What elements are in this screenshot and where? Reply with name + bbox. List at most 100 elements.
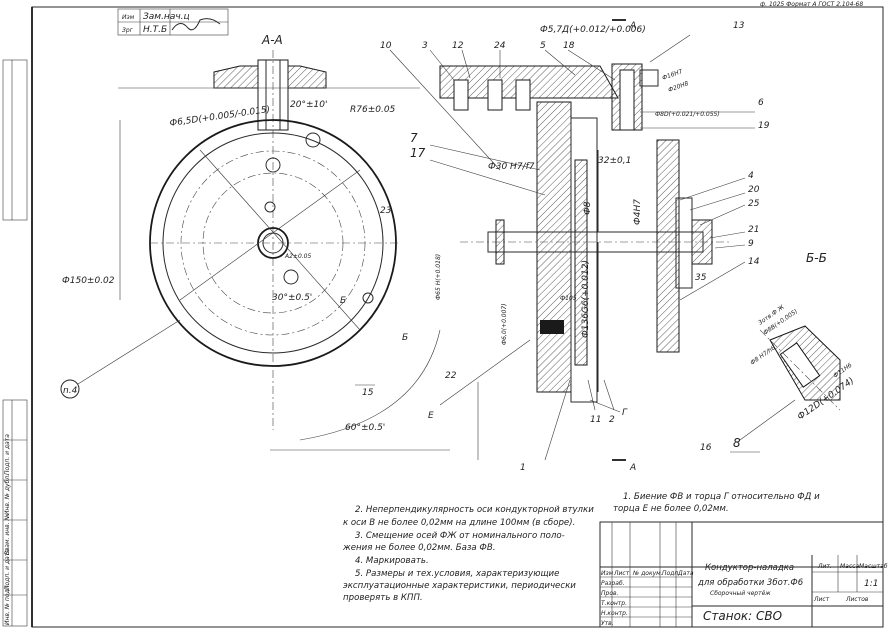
side-stamp-c: Взам. инв. № — [4, 514, 11, 555]
main-dim-4: Ф30 H7/f7 — [488, 162, 535, 172]
signature — [171, 18, 221, 31]
view-aa: А-А 20°±10' R76±0.05 Ф6,5D(+0.005/-0.015… — [60, 33, 457, 451]
left-binding-strip: Инв. № подл. Подп. и дата Взам. инв. № И… — [2, 59, 28, 627]
note-2a: 2. Неперпендикулярность оси кондукторной… — [355, 505, 594, 515]
main-callout-19: 1 — [520, 463, 526, 473]
side-stamp-b: Подп. и дата — [4, 549, 11, 590]
right-disc — [656, 139, 680, 353]
note-5c: проверять в КПП. — [343, 593, 423, 603]
main-dim-10: Ф6,0(+0.007) — [501, 303, 508, 345]
main-dim-6: Ф8 — [583, 201, 593, 215]
tb-title3: Сборочный чертёж — [710, 590, 771, 597]
plate-main — [536, 101, 572, 393]
tl-r1b: Зам.нач.ц — [143, 12, 190, 22]
main-callout-10: 17 — [410, 146, 426, 160]
aa-dim-4: A2±0.05 — [284, 253, 311, 260]
note-4: 4. Маркировать. — [355, 556, 429, 566]
main-dim-8: Ф65 Н(+0.018) — [435, 254, 442, 300]
note-1a: 1. Биение ФВ и торца Г относительно ФД и — [623, 492, 820, 502]
note-5b: эксплуатационные характеристики, периоди… — [343, 581, 576, 591]
aa-dim-3: Ф150±0.02 — [62, 276, 115, 286]
tb-title1: Кондуктор-наладка — [705, 563, 794, 573]
main-dim-2: Ф20H8 — [667, 80, 689, 94]
side-stamp-e: Подп. и дата — [4, 434, 11, 475]
aa-dim-5: 30°±0.5' — [272, 293, 312, 303]
title-block: Изм Лист № докум. Подп. Дата Разраб. Про… — [599, 521, 888, 628]
main-callout-17: 11 — [590, 415, 601, 425]
aa-callout-0: n.4 — [63, 386, 78, 396]
tb-row-5: Разраб. — [601, 580, 625, 587]
tb-row-8: Н.контр. — [601, 610, 628, 617]
note-3b: жения не более 0,02мм. База ФВ. — [342, 543, 495, 553]
main-callout-18: 2 — [609, 415, 615, 425]
main-callout-21: Г — [622, 408, 628, 418]
main-callout-13: 25 — [748, 199, 760, 209]
tb-row-6: Пров. — [601, 590, 619, 597]
main-callout-16: 14 — [748, 257, 760, 267]
main-callout-0: 10 — [380, 41, 392, 51]
section-bb: Б-Б Ф8B(+0.005) 3отв.Ф Ж Ф8 H7/h6 Ф11H6 … — [700, 251, 856, 453]
main-dim-12: 35 — [695, 273, 707, 283]
main-dim-11: Ф105 — [560, 295, 577, 302]
tb-mass: Масса — [840, 563, 859, 570]
main-callout-2: 12 — [452, 41, 464, 51]
side-stamp-d: Инв. № дубл. — [4, 474, 11, 515]
tl-r2: Зрг — [122, 27, 134, 34]
aa-dim-1: R76±0.05 — [350, 105, 396, 115]
main-dim-7: Ф4H7 — [633, 199, 643, 225]
view-aa-label: А-А — [261, 33, 283, 47]
main-callout-12: 20 — [748, 185, 760, 195]
tb-sheet: Лист — [813, 596, 830, 603]
tb-row-4: Дата — [677, 570, 694, 577]
tl-r2b: Н.Т.Б — [143, 25, 167, 35]
main-dim-3: Ф8D(+0.021/+0.055) — [655, 111, 720, 118]
bb-label: Б-Б — [806, 251, 827, 265]
main-dim-1: Ф16H7 — [661, 68, 683, 82]
main-callout-23: А — [629, 463, 636, 473]
tb-row-3: Подп. — [662, 570, 680, 577]
tb-row-9: Утв. — [601, 620, 614, 627]
tl-r1: Изм — [122, 14, 135, 21]
tb-lit: Лит. — [817, 563, 832, 570]
tb-sheets: Листов — [845, 596, 869, 603]
top-left-box: Изм Зам.нач.ц Зрг Н.Т.Б — [117, 8, 229, 36]
aa-dim-0: 20°±10' — [290, 100, 327, 110]
tb-machine: Станок: СВО — [703, 609, 782, 623]
main-callout-5: 18 — [563, 41, 575, 51]
aa-callout-3: Б — [340, 296, 346, 306]
main-callout-8: 19 — [758, 121, 770, 131]
main-callout-22: А — [629, 21, 636, 31]
aa-callout-1: 15 — [362, 388, 374, 398]
bb-callout-0: 16 — [700, 443, 712, 453]
main-callout-20: Е — [428, 411, 434, 421]
main-dim-5: 32±0,1 — [598, 156, 631, 166]
main-callout-7: 6 — [758, 98, 764, 108]
tb-scale-lbl: Масштаб — [859, 563, 888, 570]
main-callout-6: 13 — [733, 21, 745, 31]
format-stamp: ф. 1025 Формат А ГОСТ 2.104-68 — [760, 1, 863, 8]
main-callout-1: 3 — [422, 41, 428, 51]
tb-title2: для обработки 3бот.Ф6 — [697, 578, 804, 588]
note-5a: 5. Размеры и тех.условия, характеризующи… — [355, 569, 559, 579]
tb-scale: 1:1 — [864, 579, 878, 589]
note-1b: торца Е не более 0,02мм. — [613, 504, 729, 514]
aa-callout-5: 22 — [445, 371, 457, 381]
main-dim-9: Ф136G6(+0.012) — [581, 260, 591, 338]
tb-row-2: № докум. — [632, 570, 663, 577]
aa-dim-2: Ф6,5D(+0.005/-0.015) — [169, 105, 271, 129]
bb-dim-2: Ф8 H7/h6 — [749, 344, 777, 366]
note-2b: к оси В не более 0,02мм на длине 100мм (… — [343, 518, 575, 528]
aa-dim-6: 60°±0.5' — [345, 423, 385, 433]
bb-callout-1: 8 — [733, 436, 741, 450]
main-callout-15: 9 — [748, 239, 754, 249]
aa-callout-4: Б — [402, 333, 408, 343]
main-callout-4: 5 — [540, 41, 546, 51]
tb-row-1: Лист — [613, 570, 630, 577]
main-section-view: Ф5,7Д(+0.012/+0.006) Ф16H7 Ф20H8 Ф8D(+0.… — [380, 19, 770, 473]
main-callout-11: 4 — [748, 171, 754, 181]
tb-row-0: Изм — [601, 570, 614, 577]
main-dim-0: Ф5,7Д(+0.012/+0.006) — [540, 25, 646, 35]
tb-row-7: Т.контр. — [601, 600, 627, 607]
